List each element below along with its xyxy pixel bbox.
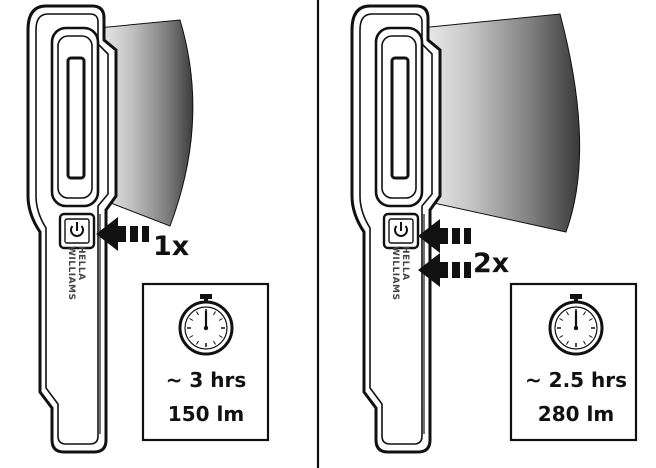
brand-imprint: HELLA WILLIAMS xyxy=(390,246,410,301)
svg-text:WILLIAMS: WILLIAMS xyxy=(66,246,76,301)
runtime-text: ~ 3 hrs xyxy=(166,368,247,392)
lumens-text: 280 lm xyxy=(538,402,614,426)
light-beam xyxy=(419,13,581,233)
press-count-label: 2x xyxy=(473,248,509,279)
brand-imprint: HELLA WILLIAMS xyxy=(66,246,86,301)
svg-text:HELLA: HELLA xyxy=(400,246,410,281)
svg-text:WILLIAMS: WILLIAMS xyxy=(390,246,400,301)
runtime-info-box xyxy=(509,282,638,442)
left-panel: HELLA WILLIAMS 1x ~ 3 hrs 150 lm xyxy=(26,4,270,454)
lumens-text: 150 lm xyxy=(168,402,244,426)
work-lamp xyxy=(350,4,442,454)
light-beam xyxy=(97,19,194,227)
svg-text:HELLA: HELLA xyxy=(76,246,86,281)
runtime-text: ~ 2.5 hrs xyxy=(525,368,627,392)
press-count-label: 1x xyxy=(153,231,189,262)
right-panel: HELLA WILLIAMS 2x ~ 2.5 hrs 280 lm xyxy=(350,4,638,454)
